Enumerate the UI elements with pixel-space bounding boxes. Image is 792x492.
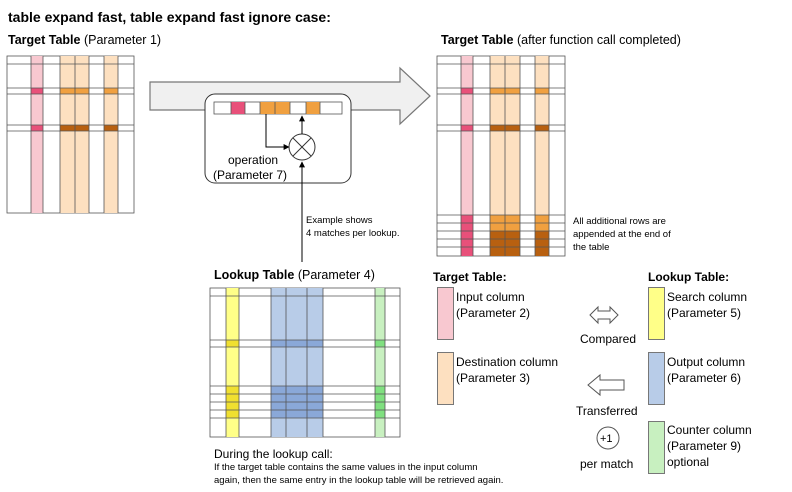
per-match-label: per match bbox=[580, 457, 634, 471]
target-table bbox=[6, 55, 135, 214]
appended-note-line1: All additional rows are bbox=[573, 216, 666, 227]
legend-destination-line1: Destination column bbox=[456, 355, 559, 369]
operation-label: operation bbox=[228, 153, 279, 167]
footer-line1: During the lookup call: bbox=[214, 447, 333, 461]
lookup-table-name: Lookup Table bbox=[214, 268, 295, 282]
lookup-table-param: (Parameter 4) bbox=[297, 268, 375, 282]
legend-search-line1: Search column bbox=[667, 290, 748, 304]
legend-counter-line3: optional bbox=[667, 455, 710, 469]
result-table-param: (after function call completed) bbox=[516, 33, 681, 47]
legend-search-line2: (Parameter 5) bbox=[667, 306, 742, 320]
legend-counter-swatch bbox=[648, 421, 665, 474]
legend-destination-line2: (Parameter 3) bbox=[456, 371, 531, 385]
transferred-arrow-icon bbox=[587, 373, 625, 397]
legend-target-heading: Target Table: bbox=[433, 270, 507, 284]
result-table-name: Target Table bbox=[441, 33, 514, 47]
appended-note-line2: appended at the end of bbox=[573, 229, 671, 240]
operation-box bbox=[204, 93, 352, 262]
plus-one-label: +1 bbox=[600, 433, 613, 445]
footer-line2: If the target table contains the same va… bbox=[214, 462, 478, 473]
legend-counter-line2: (Parameter 9) bbox=[667, 439, 742, 453]
target-table-param: (Parameter 1) bbox=[83, 33, 162, 47]
plus-one-circle bbox=[596, 426, 620, 450]
legend-input-line1: Input column bbox=[456, 290, 525, 304]
example-note-line2: 4 matches per lookup. bbox=[306, 228, 400, 239]
legend-destination-swatch bbox=[437, 352, 454, 405]
footer-line3: again, then the same entry in the lookup… bbox=[214, 475, 504, 486]
result-table bbox=[436, 55, 566, 257]
transferred-label: Transferred bbox=[576, 404, 638, 418]
legend-counter-line1: Counter column bbox=[667, 423, 752, 437]
legend-output-line2: (Parameter 6) bbox=[667, 371, 742, 385]
lookup-table bbox=[209, 287, 401, 438]
legend-input-line2: (Parameter 2) bbox=[456, 306, 531, 320]
operation-param: (Parameter 7) bbox=[213, 168, 288, 182]
compared-label: Compared bbox=[580, 332, 637, 346]
lookup-table-header: Lookup Table (Parameter 4) bbox=[214, 268, 375, 282]
appended-note-line3: the table bbox=[573, 242, 610, 253]
compared-arrow-icon bbox=[589, 305, 619, 325]
example-note-line1: Example shows bbox=[306, 215, 373, 226]
result-table-header: Target Table (after function call comple… bbox=[441, 33, 681, 47]
target-table-header: Target Table (Parameter 1) bbox=[8, 33, 161, 47]
legend-lookup-heading: Lookup Table: bbox=[648, 270, 730, 284]
target-table-name: Target Table bbox=[8, 33, 81, 47]
legend-output-swatch bbox=[648, 352, 665, 405]
legend-search-swatch bbox=[648, 287, 665, 340]
legend-output-line1: Output column bbox=[667, 355, 746, 369]
legend-input-swatch bbox=[437, 287, 454, 340]
page-title: table expand fast, table expand fast ign… bbox=[8, 9, 331, 25]
